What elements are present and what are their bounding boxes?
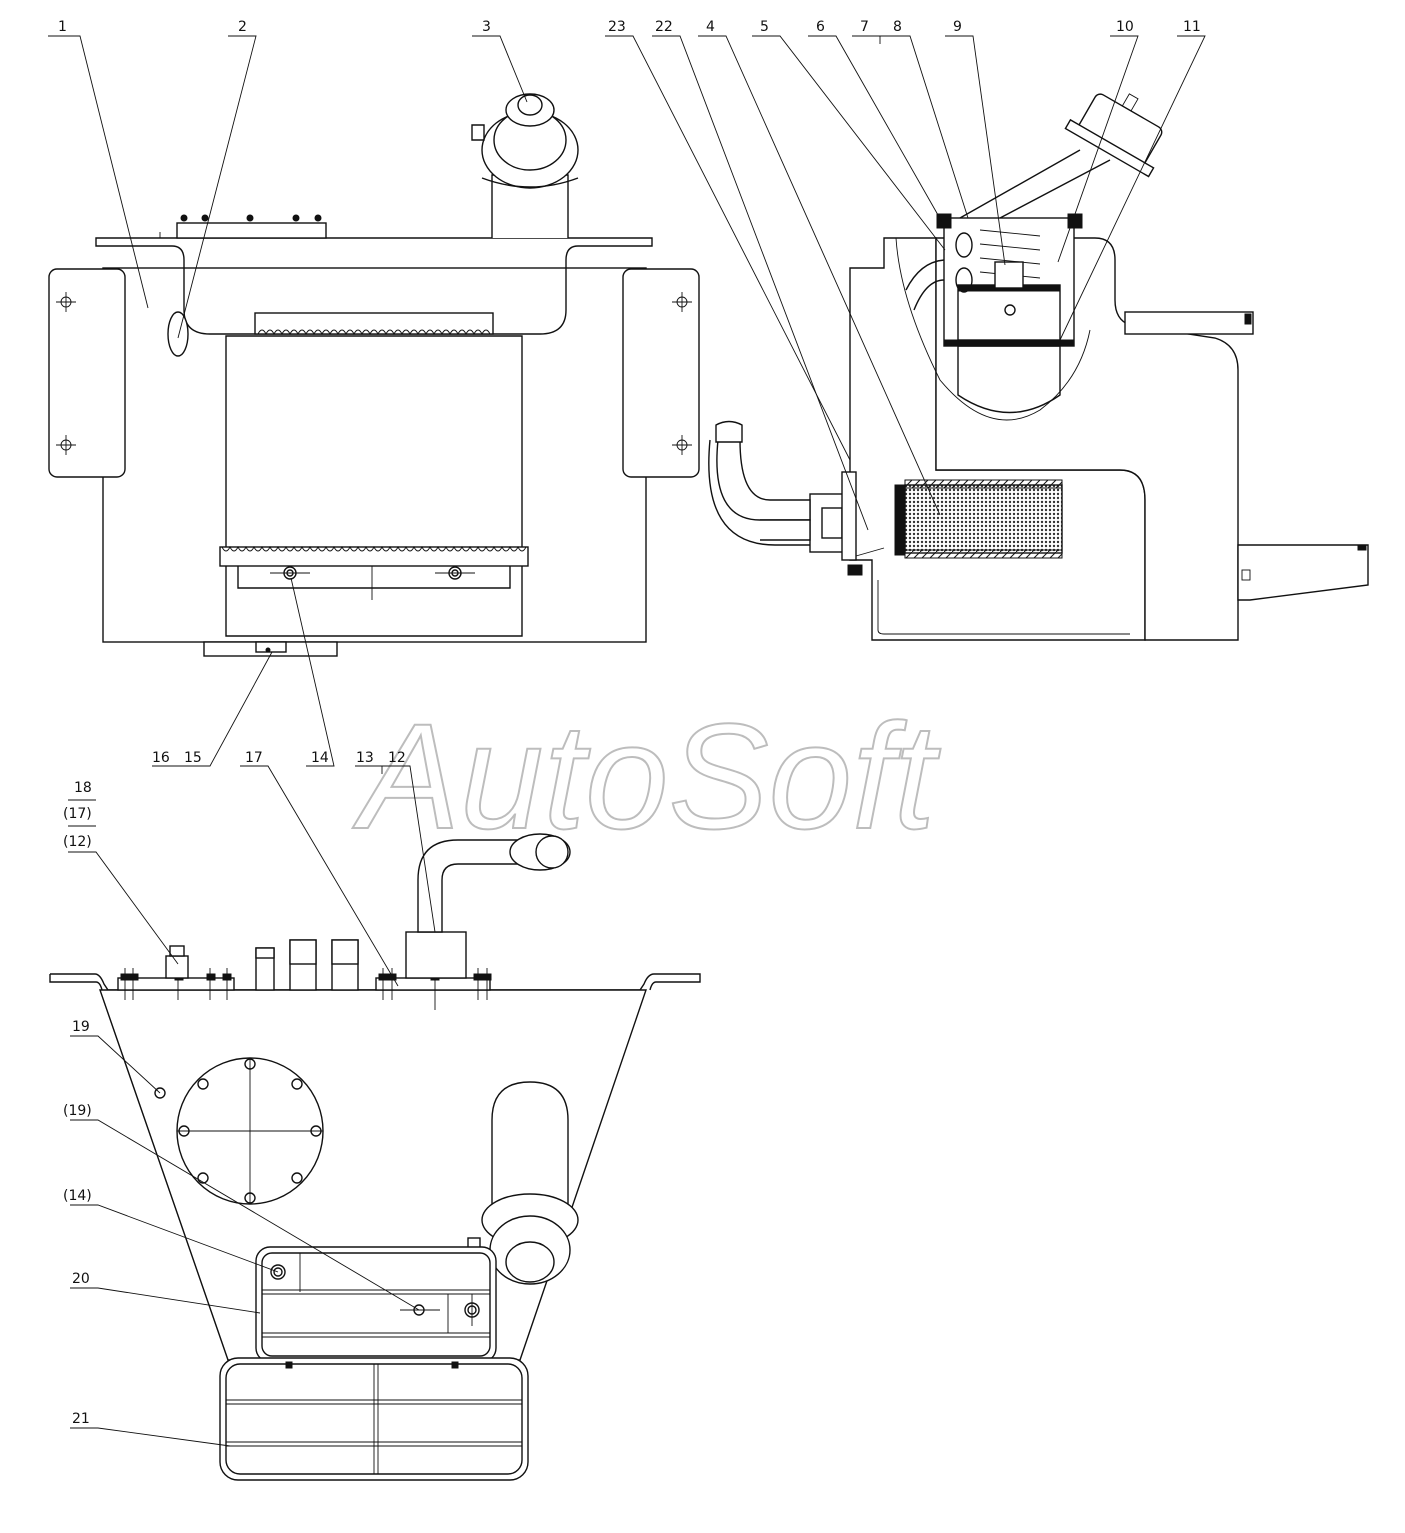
section-view [708, 93, 1369, 641]
watermark-text: AutoSoft [352, 692, 941, 860]
label-22: 22 [655, 19, 673, 35]
label-23: 23 [608, 19, 626, 35]
label-12: 12 [388, 750, 406, 766]
label-6: 6 [816, 19, 825, 35]
label-11: 11 [1183, 19, 1201, 35]
label-20: 20 [72, 1271, 90, 1287]
leader-lines [48, 35, 1206, 1447]
label-13: 13 [356, 750, 374, 766]
label-1: 1 [58, 19, 67, 35]
label-19-ref: (19) [63, 1103, 92, 1119]
label-7: 7 [860, 19, 869, 35]
label-10: 10 [1116, 19, 1134, 35]
label-17: 17 [245, 750, 263, 766]
label-15: 15 [184, 750, 202, 766]
label-19: 19 [72, 1019, 90, 1035]
label-12-ref: (12) [63, 834, 92, 850]
label-2: 2 [238, 19, 247, 35]
label-5: 5 [760, 19, 769, 35]
label-4: 4 [706, 19, 715, 35]
label-18: 18 [74, 780, 92, 796]
label-3: 3 [482, 19, 491, 35]
label-14: 14 [311, 750, 329, 766]
label-14-ref: (14) [63, 1188, 92, 1204]
label-8: 8 [893, 19, 902, 35]
label-21: 21 [72, 1411, 90, 1427]
callout-labels: 1 2 3 23 22 4 5 6 7 8 9 10 11 16 15 14 1… [58, 19, 1201, 1427]
front-view [48, 93, 700, 657]
label-17-ref: (17) [63, 806, 92, 822]
top-view [49, 833, 701, 1481]
label-16: 16 [152, 750, 170, 766]
label-9: 9 [953, 19, 962, 35]
